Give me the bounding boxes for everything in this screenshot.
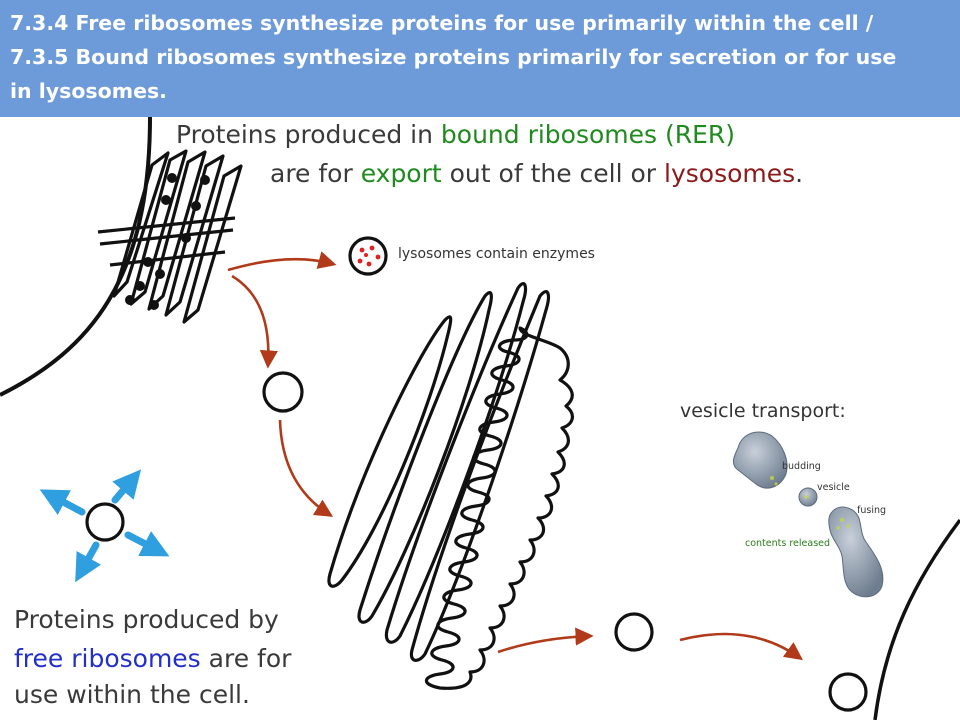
golgi-ruffled-cisterna (424, 326, 574, 690)
banner-line-3: in lysosomes. (10, 79, 167, 103)
bound-line2-middle: out of the cell or (441, 159, 665, 188)
bound-ribosome-line-2: are for export out of the cell or lysoso… (270, 159, 803, 188)
contents-released-label: contents released (745, 538, 831, 549)
bound-ribosomes-highlight: bound ribosomes (RER) (440, 120, 736, 149)
fusing-blob (828, 506, 884, 598)
bound-ribosome-line-1: Proteins produced in bound ribosomes (RE… (176, 120, 735, 149)
free-ribosome-line-2: free ribosomes are for (14, 644, 291, 673)
ribosome-dots (125, 173, 210, 310)
arrow-er-to-vesicle (231, 274, 278, 369)
banner-line-2: 7.3.5 Bound ribosomes synthesize protein… (10, 45, 897, 69)
plasma-membrane (873, 518, 960, 720)
golgi-apparatus (327, 282, 574, 690)
nucleus-membrane (0, 116, 152, 397)
vesicle-label: vesicle (817, 482, 850, 493)
bound-line2-suffix: . (795, 159, 804, 188)
lysosome (348, 236, 388, 276)
banner-line-1: 7.3.4 Free ribosomes synthesize proteins… (10, 11, 874, 35)
export-highlight: export (360, 159, 442, 188)
free-ribosome-arrows (39, 469, 170, 583)
free-ribosomes-highlight: free ribosomes (14, 644, 201, 673)
bound-line1-prefix: Proteins produced in (176, 120, 441, 149)
transport-vesicle-2 (614, 612, 654, 652)
arrow-vesicle-to-golgi (278, 419, 334, 517)
lysosome-enzymes (357, 245, 381, 267)
vesicle-transport-illustration (732, 431, 884, 598)
free-ribosome-line-1: Proteins produced by (14, 605, 279, 634)
title-banner: 7.3.4 Free ribosomes synthesize proteins… (0, 0, 960, 117)
free-line2-suffix: are for (200, 644, 292, 673)
free-ribosome-vesicle (85, 502, 125, 542)
fusing-label: fusing (857, 505, 887, 516)
rough-er (97, 149, 243, 324)
lysosome-label: lysosomes contain enzymes (398, 246, 595, 262)
lysosomes-highlight: lysosomes (664, 159, 796, 188)
arrow-er-to-lysosome (227, 251, 337, 272)
vesicle-transport-title: vesicle transport: (680, 400, 846, 422)
transport-vesicle-3 (828, 672, 868, 712)
bound-line2-prefix: are for (270, 159, 361, 188)
vesicle-blob (798, 487, 818, 507)
free-ribosome-line-3: use within the cell. (14, 680, 250, 709)
budding-label: budding (782, 461, 821, 472)
arrow-vesicle-to-membrane (679, 632, 803, 661)
arrow-golgi-to-vesicle (497, 627, 594, 654)
budding-blob (732, 431, 788, 489)
transport-vesicle-1 (262, 371, 304, 413)
